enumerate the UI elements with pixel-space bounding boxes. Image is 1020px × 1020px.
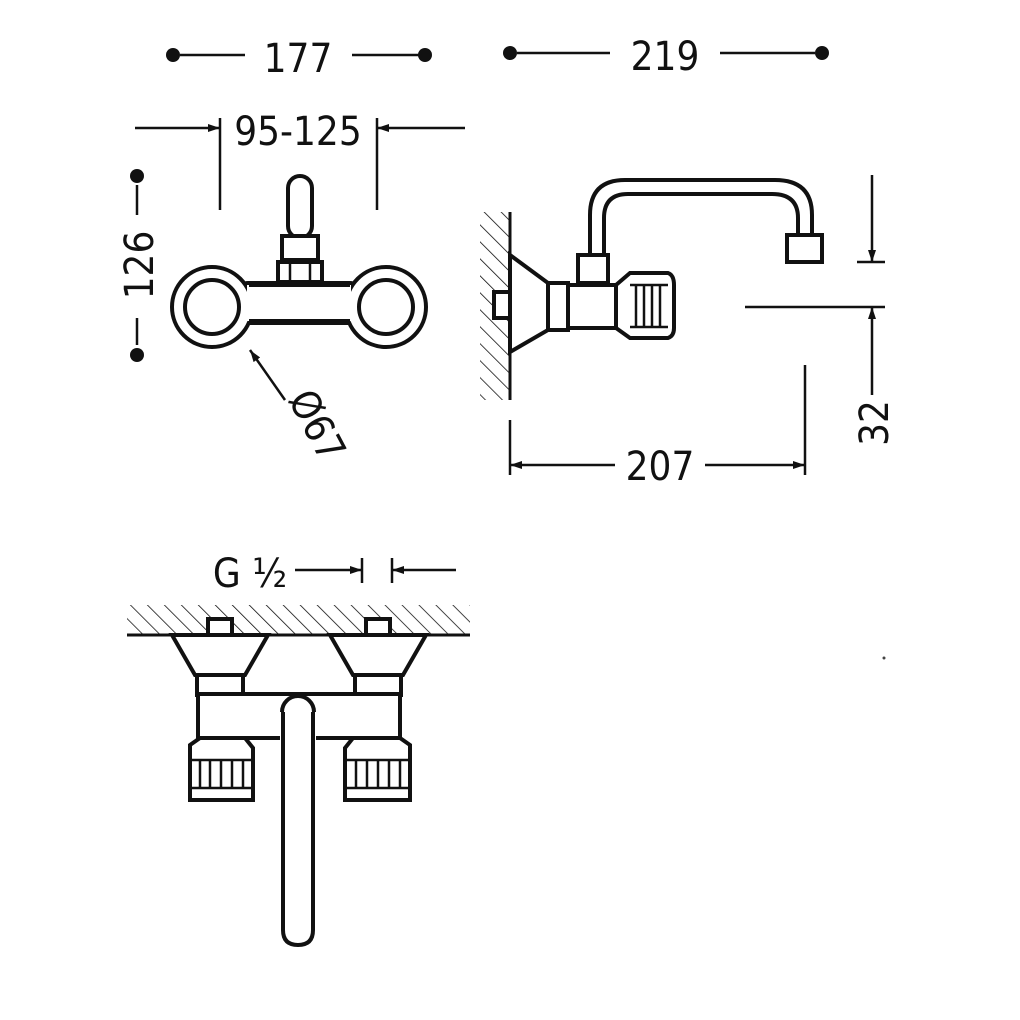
dimension-height: 126 [117,169,163,362]
front-view: 177 95-125 126 Ø67 [117,36,465,469]
dimension-spacing: 95-125 [135,109,465,210]
faucet-front [170,174,428,349]
dimension-thread: G ½ [213,551,456,597]
dimension-label: 126 [117,231,163,300]
stray-dot [882,656,886,660]
side-view: 219 32 [480,34,898,490]
dimension-width: 177 [166,36,432,82]
dimension-diameter: Ø67 [248,349,354,469]
dimension-label: 32 [852,400,898,446]
dimension-spout-height: 32 [745,175,898,446]
dimension-label: 95-125 [234,109,361,155]
dimension-label: G ½ [213,551,287,597]
faucet-top [168,617,430,948]
dimension-label: 177 [264,36,333,82]
dimension-depth: 219 [503,34,829,80]
dimension-projection: 207 [508,365,807,490]
wall-hatch [127,605,470,635]
dimension-label: Ø67 [279,382,354,469]
dimension-label: 219 [631,34,700,80]
top-view: G ½ [127,551,470,948]
dimension-label: 207 [626,444,695,490]
faucet-side [492,178,824,356]
